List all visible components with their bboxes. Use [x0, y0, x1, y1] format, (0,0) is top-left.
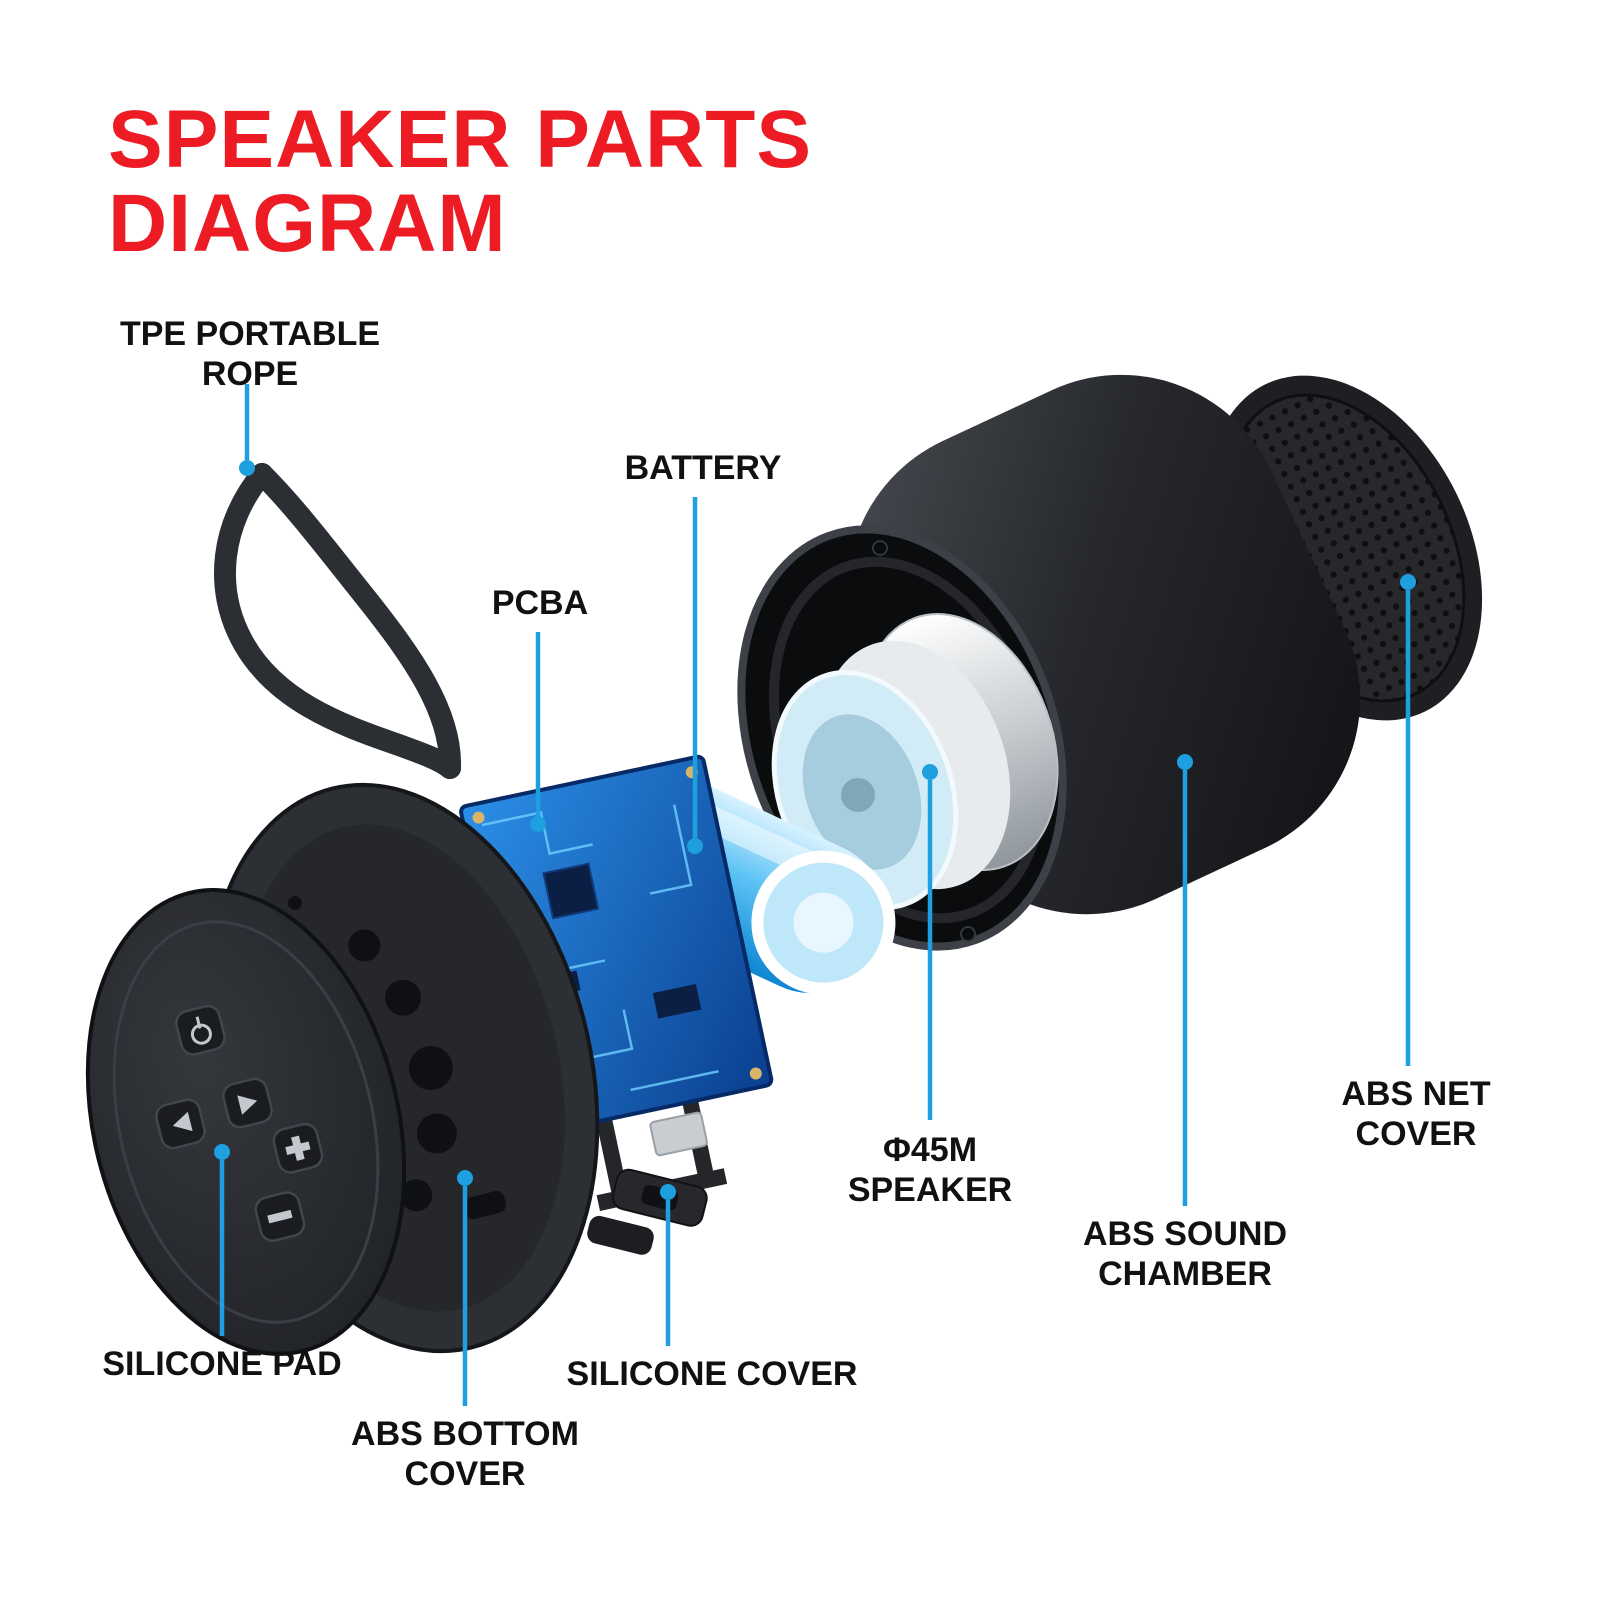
volume-down-button-icon [254, 1191, 306, 1242]
speaker-driver-part [771, 613, 1059, 910]
prev-button-icon [155, 1098, 206, 1150]
label-speaker-45m: Φ45M SPEAKER [847, 1131, 1013, 1210]
leader-lines [214, 384, 1416, 1406]
label-battery: BATTERY [624, 449, 782, 487]
tpe-portable-rope-part [214, 463, 462, 779]
label-pcba: PCBA [491, 584, 589, 622]
page-title: SPEAKER PARTS DIAGRAM [108, 94, 813, 270]
play-button-icon [222, 1077, 273, 1129]
label-tpe-portable-rope: TPE PORTABLE ROPE [119, 315, 381, 394]
silicone-cover-part [587, 1168, 708, 1255]
label-abs-sound-chamber: ABS SOUND CHAMBER [1082, 1215, 1288, 1294]
page-title-line1: SPEAKER PARTS [108, 94, 813, 185]
volume-up-button-icon [272, 1122, 324, 1174]
silicone-pad-part [85, 888, 407, 1356]
label-abs-bottom-cover: ABS BOTTOM COVER [351, 1415, 579, 1494]
power-button-icon [175, 1004, 226, 1056]
label-silicone-cover: SILICONE COVER [566, 1355, 858, 1393]
label-silicone-pad: SILICONE PAD [102, 1345, 342, 1383]
page-title-line2: DIAGRAM [108, 178, 507, 270]
label-abs-net-cover: ABS NET COVER [1341, 1075, 1491, 1154]
